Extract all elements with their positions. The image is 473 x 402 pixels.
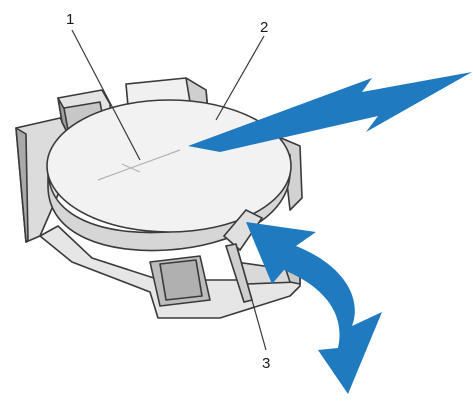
holder-front-block-face <box>160 260 202 300</box>
callout-2-label: 2 <box>260 19 268 36</box>
callout-1-label: 1 <box>66 11 74 28</box>
battery-top-face <box>47 100 291 232</box>
callout-3-label: 3 <box>262 355 270 372</box>
holder-left-wall-inner <box>16 128 28 242</box>
callout-2-leader <box>216 36 264 120</box>
